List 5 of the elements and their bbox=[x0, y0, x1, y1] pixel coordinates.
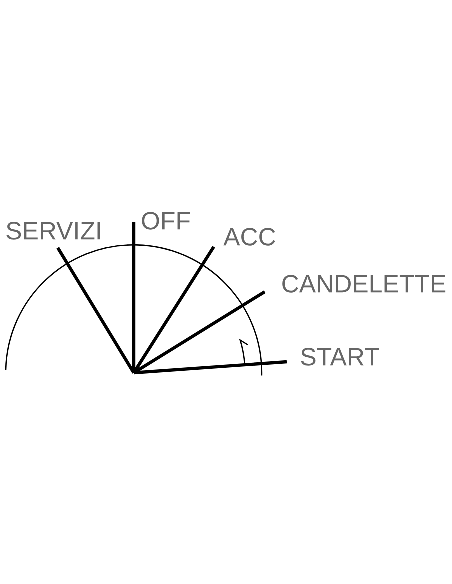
position-label: ACC bbox=[224, 228, 276, 246]
position-label: CANDELETTE bbox=[282, 275, 446, 293]
position-label: SERVIZI bbox=[6, 222, 100, 240]
position-label: START bbox=[301, 348, 380, 366]
position-label: OFF bbox=[142, 212, 190, 230]
